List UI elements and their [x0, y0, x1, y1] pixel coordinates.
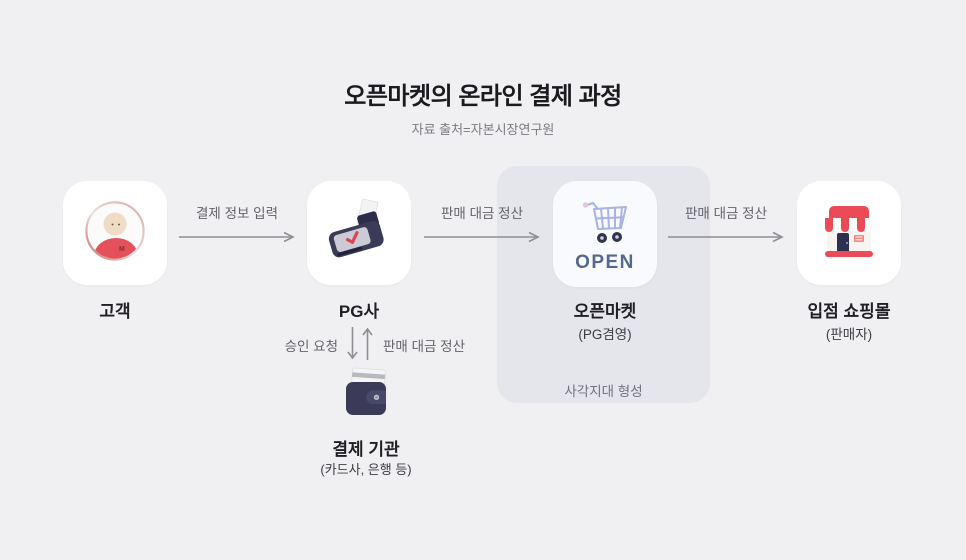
- flow-label-pg-to-openmarket: 판매 대금 정산: [440, 206, 524, 221]
- flow-label-openmarket-to-mall: 판매 대금 정산: [684, 206, 768, 221]
- node-sublabel-openmarket: (PG겸영): [578, 327, 632, 342]
- vertical-arrows: [346, 326, 380, 361]
- person-avatar-icon: M: [83, 199, 147, 268]
- up-arrow-icon: [362, 327, 373, 360]
- flow-label-pg-to-bank: 승인 요청: [284, 339, 338, 354]
- shopping-cart-icon: [577, 196, 633, 251]
- diagram-title: 오픈마켓의 온라인 결제 과정: [344, 83, 622, 110]
- open-badge-text: OPEN: [575, 252, 635, 273]
- flow-customer-to-pg: 결제 정보 입력: [178, 202, 296, 248]
- card-terminal-icon: [324, 198, 394, 269]
- node-card-pg: [307, 181, 411, 285]
- node-label-mall: 입점 쇼핑몰: [807, 302, 891, 321]
- down-arrow-icon: [347, 327, 358, 360]
- node-label-customer: 고객: [99, 302, 131, 321]
- source-note: 자료 출처=자본시장연구원: [411, 122, 555, 137]
- flow-pg-to-openmarket: 판매 대금 정산: [423, 202, 541, 248]
- right-arrow-icon: [423, 230, 541, 248]
- node-sublabel-bank: (카드사, 은행 등): [320, 462, 412, 477]
- blind-spot-zone-label: 사각지대 형성: [564, 384, 643, 399]
- node-sublabel-mall: (판매자): [825, 327, 873, 342]
- node-label-bank: 결제 기관: [332, 440, 400, 459]
- svg-text:M: M: [119, 246, 125, 253]
- flow-openmarket-to-mall: 판매 대금 정산: [667, 202, 785, 248]
- node-label-pg: PG사: [338, 302, 380, 321]
- right-arrow-icon: [178, 230, 296, 248]
- right-arrow-icon: [667, 230, 785, 248]
- node-label-openmarket: 오픈마켓: [573, 302, 637, 321]
- node-card-openmarket: OPEN: [553, 181, 657, 287]
- node-card-customer: M: [63, 181, 167, 285]
- flow-label-customer-to-pg: 결제 정보 입력: [195, 206, 279, 221]
- wallet-icon: [339, 366, 393, 423]
- flow-label-bank-to-pg: 판매 대금 정산: [383, 339, 466, 354]
- node-card-mall: [797, 181, 901, 285]
- storefront-icon: [817, 201, 881, 266]
